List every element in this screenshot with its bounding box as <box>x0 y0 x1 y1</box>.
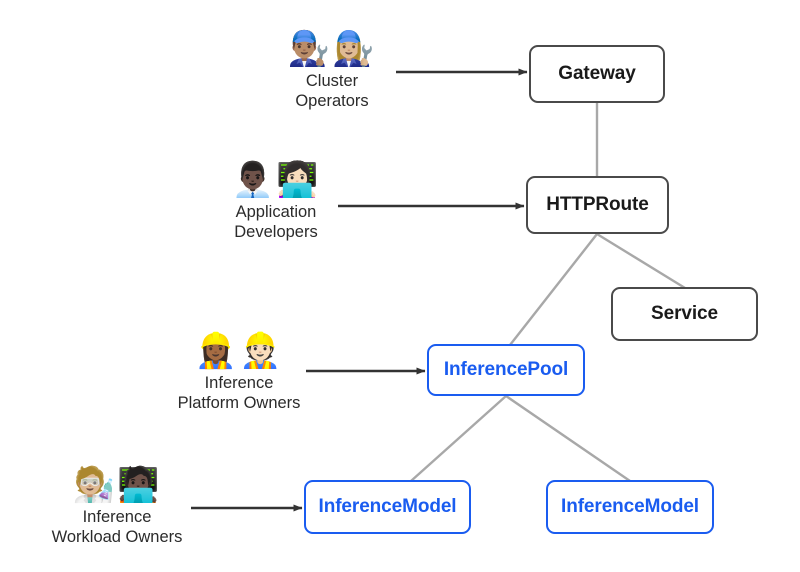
actor-inference-workload-owners-label: Inference Workload Owners <box>51 508 183 546</box>
edge-httproute-inferencepool <box>508 232 599 347</box>
node-inferencemodel-1[interactable]: InferenceModel <box>304 480 471 534</box>
actor-inference-platform-owners-label: Inference Platform Owners <box>177 374 301 412</box>
construction-worker-pair-icon: 👷🏾‍♀️👷🏻 <box>194 331 284 371</box>
edge-inferencepool-model-2 <box>504 394 632 483</box>
scientist-technologist-pair-icon: 🧑🏼‍🔬🧑🏿‍💻 <box>72 465 162 505</box>
edge-inferencepool-model-1 <box>409 394 508 483</box>
mechanic-pair-icon: 👨🏽‍🔧👩🏼‍🔧 <box>287 29 377 69</box>
edge-httproute-service <box>595 232 687 290</box>
node-inferencepool[interactable]: InferencePool <box>427 344 585 396</box>
node-service[interactable]: Service <box>611 287 758 341</box>
node-inferencemodel-2[interactable]: InferenceModel <box>546 480 714 534</box>
actor-cluster-operators-label: Cluster Operators <box>295 72 369 110</box>
actor-cluster-operators: 👨🏽‍🔧👩🏼‍🔧 Cluster Operators <box>262 29 402 111</box>
actor-inference-platform-owners: 👷🏾‍♀️👷🏻 Inference Platform Owners <box>164 331 314 413</box>
node-httproute[interactable]: HTTPRoute <box>526 176 669 234</box>
office-worker-pair-icon: 👨🏿‍💼👩🏻‍💻 <box>231 160 321 200</box>
actor-application-developers-label: Application Developers <box>234 203 318 241</box>
node-gateway[interactable]: Gateway <box>529 45 665 103</box>
actor-application-developers: 👨🏿‍💼👩🏻‍💻 Application Developers <box>206 160 346 242</box>
actor-inference-workload-owners: 🧑🏼‍🔬🧑🏿‍💻 Inference Workload Owners <box>42 465 192 547</box>
